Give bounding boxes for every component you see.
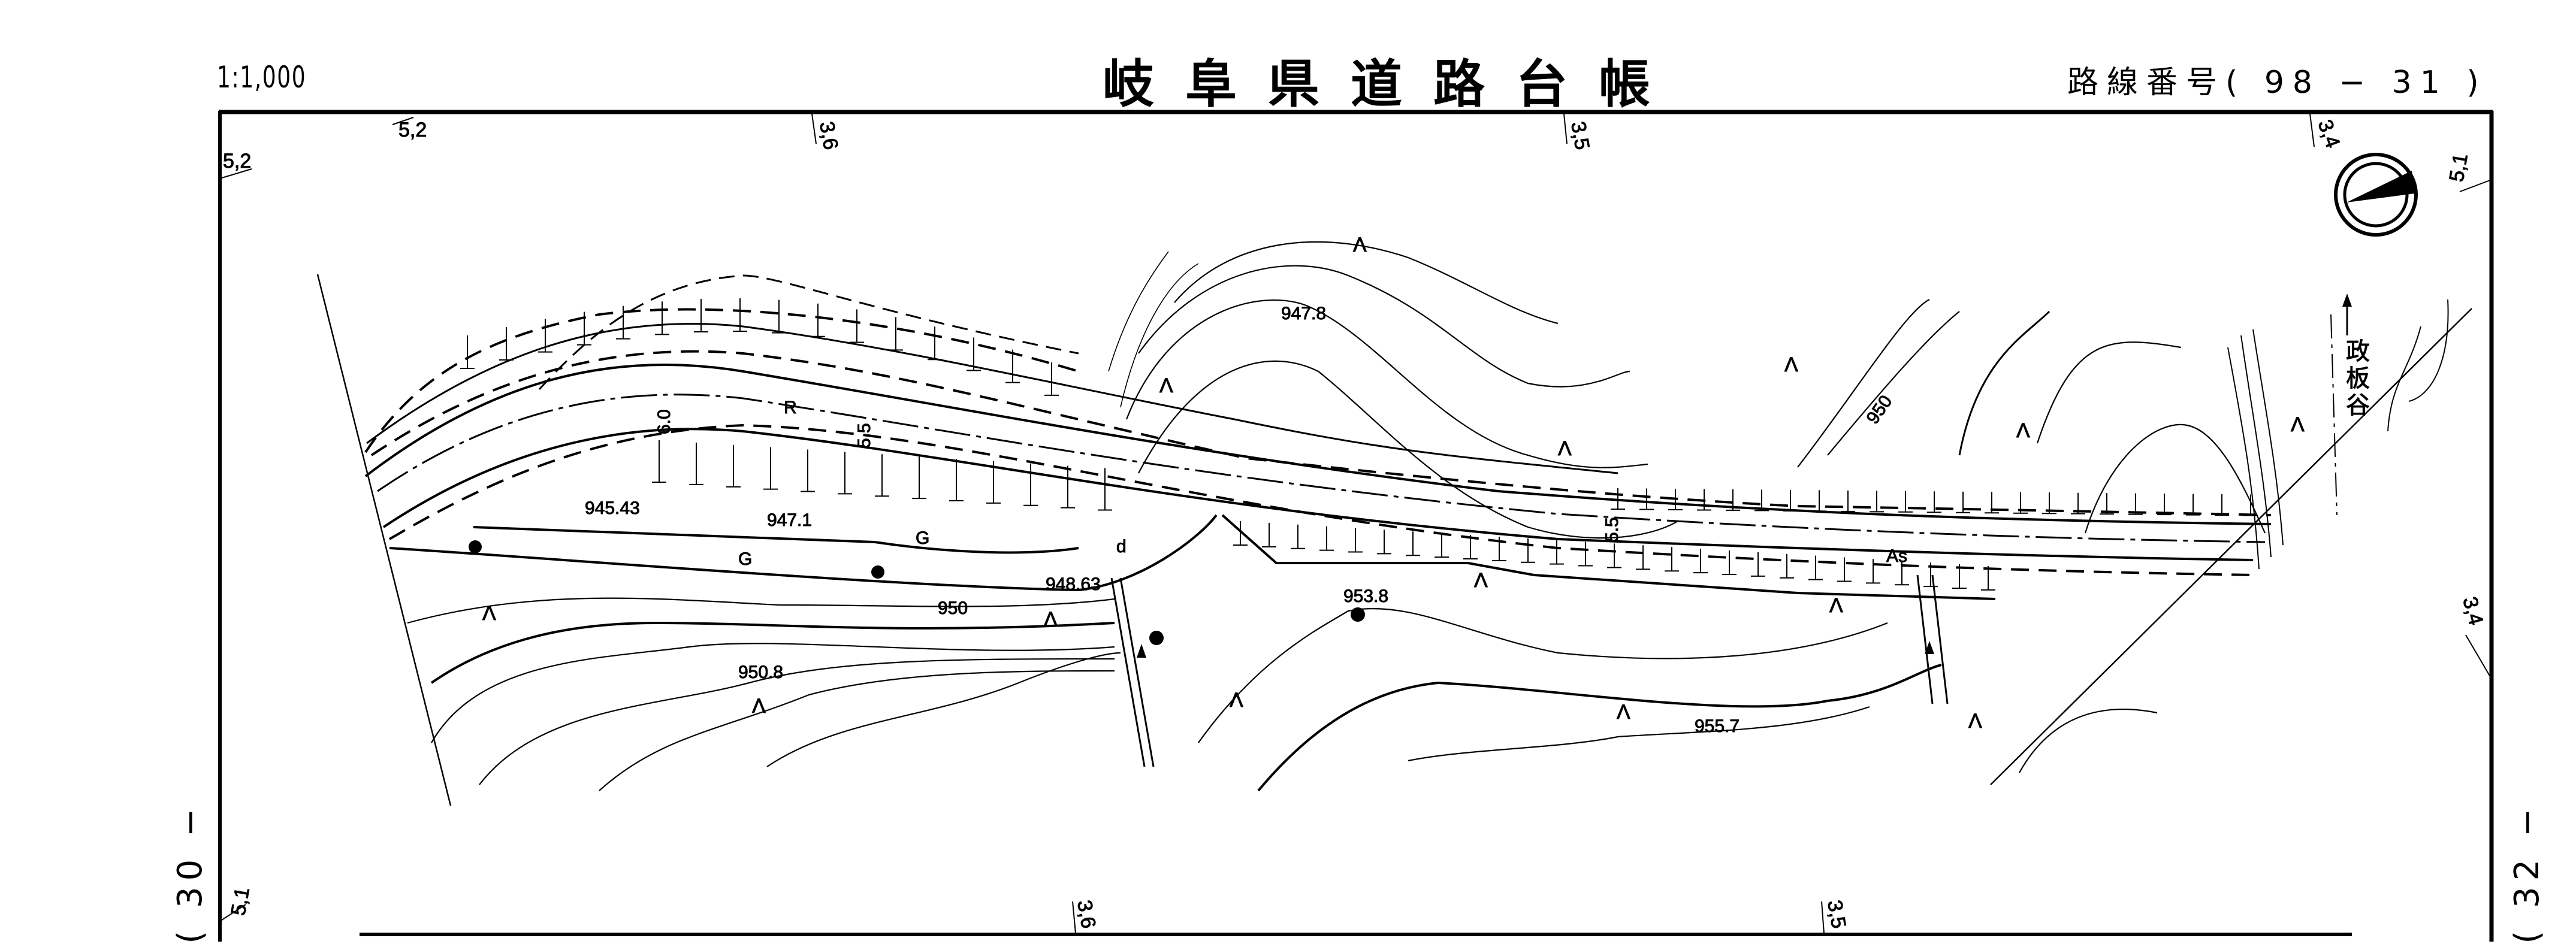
place-name-char: 板 bbox=[2346, 365, 2370, 392]
vegetation-symbol-icon: Λ bbox=[1159, 374, 1173, 397]
elevation-label: 947.1 bbox=[767, 510, 812, 530]
vegetation-symbol-icon: Λ bbox=[1829, 594, 1843, 617]
edge-ticks bbox=[219, 113, 2492, 934]
vegetation-symbol-icon: Λ bbox=[1230, 689, 1243, 712]
edge-label: 5,2 bbox=[398, 119, 427, 141]
vegetation-symbol-icon: Λ bbox=[1558, 437, 1572, 460]
slope-boundary bbox=[538, 274, 1079, 391]
edge-label: 3,5 bbox=[1566, 120, 1594, 152]
road-centerline bbox=[377, 394, 2266, 543]
elevation-label: 953.8 bbox=[1343, 586, 1388, 606]
vegetation-symbol-icon: Λ bbox=[1784, 353, 1798, 376]
edge-label: 3,5 bbox=[1823, 898, 1850, 930]
valley-lines bbox=[2227, 299, 2449, 570]
flow-arrow-icon bbox=[1137, 294, 2352, 658]
surface-label: R bbox=[784, 398, 797, 417]
north-arrow-icon bbox=[2334, 153, 2418, 237]
route-number: 路線番号( 98 − 31 ) bbox=[2067, 57, 2487, 102]
elevation-label: 950.8 bbox=[738, 662, 783, 682]
feature-label: G bbox=[738, 549, 752, 569]
elevation-label: 947.8 bbox=[1281, 304, 1326, 323]
vegetation-symbol-icon: Λ bbox=[752, 695, 766, 718]
contour-label: 950 bbox=[938, 598, 968, 618]
vegetation-symbol-icon: Λ bbox=[1474, 569, 1488, 592]
road-width-label: 5.5 bbox=[854, 423, 874, 448]
edge-label: 3,4 bbox=[2313, 117, 2344, 151]
edge-label: 3,4 bbox=[2458, 594, 2487, 627]
vegetation-symbol-icon: Λ bbox=[1617, 701, 1630, 724]
map-boundary bbox=[316, 274, 2472, 806]
vegetation-symbol-icon: Λ bbox=[2016, 419, 2030, 442]
place-name-char: 政 bbox=[2346, 338, 2370, 365]
vegetation-symbols: Λ Λ Λ Λ Λ Λ Λ Λ Λ Λ Λ Λ Λ Λ bbox=[482, 234, 2305, 733]
drainage bbox=[1110, 574, 1949, 767]
vegetation-symbol-icon: Λ bbox=[1353, 234, 1367, 256]
route-number-value: ( 98 − 31 ) bbox=[2225, 65, 2487, 101]
road-width-label: 5.5 bbox=[1602, 517, 1622, 542]
contour-lines bbox=[407, 241, 2266, 792]
elevation-label: 948.63 bbox=[1046, 574, 1101, 594]
route-number-label: 路線番号 bbox=[2067, 65, 2226, 101]
vegetation-symbol-icon: Λ bbox=[482, 602, 496, 625]
edge-label: 5,1 bbox=[227, 885, 254, 917]
slope-ticks bbox=[460, 298, 2258, 591]
elevation-label: 945.43 bbox=[585, 498, 640, 518]
map-frame bbox=[218, 110, 2494, 942]
edge-label: 5,2 bbox=[223, 150, 251, 173]
edge-label: 3,6 bbox=[1073, 898, 1100, 930]
vegetation-symbol-icon: Λ bbox=[1968, 710, 1982, 733]
surface-label: As bbox=[1886, 546, 1907, 566]
contour-label: 950 bbox=[1863, 392, 1896, 428]
vegetation-symbol-icon: Λ bbox=[2291, 413, 2305, 436]
vegetation-symbol-icon: Λ bbox=[1044, 608, 1058, 631]
benchmarks bbox=[469, 540, 1365, 645]
place-name-char: 谷 bbox=[2346, 392, 2370, 419]
edge-label: 5,1 bbox=[2445, 152, 2472, 183]
road-carriageway bbox=[364, 322, 2272, 561]
map-scale: 1:1,000 bbox=[217, 60, 307, 95]
feature-label: G bbox=[916, 528, 929, 548]
road-width-label: 6.0 bbox=[654, 409, 674, 434]
retaining-wall bbox=[389, 514, 1996, 600]
page-title: 岐阜県道路台帳 bbox=[1103, 55, 1681, 114]
edge-label: 3,6 bbox=[815, 120, 842, 152]
elevation-label: 955.7 bbox=[1695, 716, 1740, 736]
feature-label: d bbox=[1116, 537, 1127, 556]
